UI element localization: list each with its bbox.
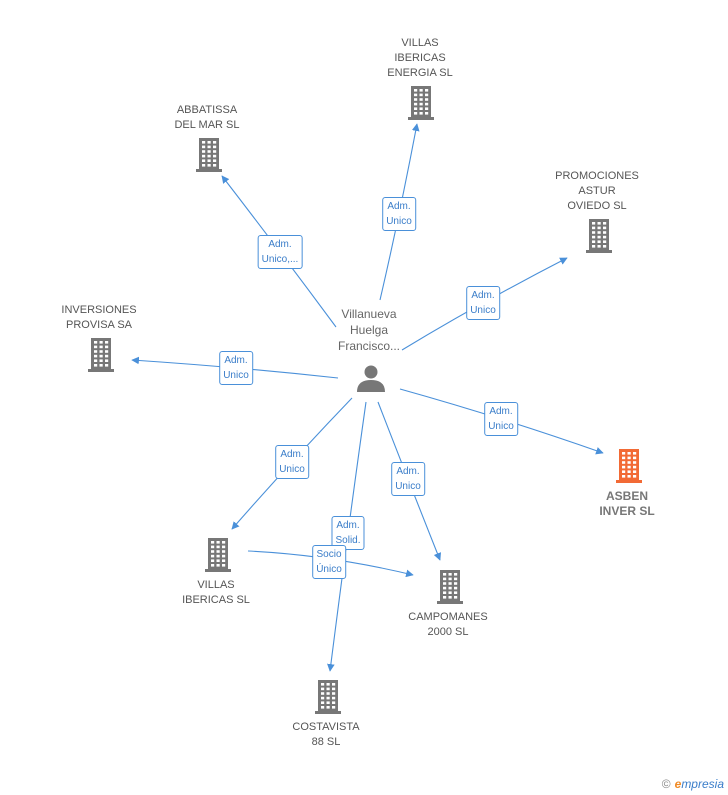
brand-initial: e (674, 777, 682, 791)
company-label-campomanes[interactable]: CAMPOMANES 2000 SL (408, 611, 488, 638)
person-icon[interactable] (357, 365, 385, 393)
building-icon-campomanes[interactable] (437, 570, 463, 604)
company-label-promociones[interactable]: PROMOCIONES ASTUR OVIEDO SL (555, 170, 639, 212)
building-icon-costavista[interactable] (315, 680, 341, 714)
company-label-inversiones[interactable]: INVERSIONES PROVISA SA (61, 304, 137, 331)
building-icon-promociones[interactable] (586, 219, 612, 253)
brand-name: mpresia (681, 777, 724, 791)
edge-label-promociones: Adm. Unico (466, 286, 500, 320)
edge-label-inversiones: Adm. Unico (219, 351, 253, 385)
company-label-villas_ibericas[interactable]: VILLAS IBERICAS SL (182, 579, 250, 606)
edge-label-socio-unico: Socio Único (312, 545, 346, 579)
edge-label-abbatissa: Adm. Unico,... (257, 235, 303, 269)
building-icon-villas_energia[interactable] (408, 86, 434, 120)
edge-label-villas_ibericas: Adm. Unico (275, 445, 309, 479)
building-icon-asben[interactable] (616, 449, 642, 483)
company-label-abbatissa[interactable]: ABBATISSA DEL MAR SL (174, 104, 240, 131)
edge-label-asben: Adm. Unico (484, 402, 518, 436)
company-label-costavista[interactable]: COSTAVISTA 88 SL (292, 721, 360, 748)
person-label[interactable]: Villanueva Huelga Francisco... (337, 307, 401, 353)
building-icon-inversiones[interactable] (88, 338, 114, 372)
edge-label-campomanes: Adm. Unico (391, 462, 425, 496)
footer-brand: ©empresia (662, 777, 724, 791)
building-icon-abbatissa[interactable] (196, 138, 222, 172)
copyright-symbol: © (661, 777, 671, 791)
building-icon-villas_ibericas[interactable] (205, 538, 231, 572)
edge-label-villas_energia: Adm. Unico (382, 197, 416, 231)
company-label-asben[interactable]: ASBEN INVER SL (599, 489, 655, 518)
edge-label-costavista: Adm. Solid. (331, 516, 365, 550)
company-label-villas_energia[interactable]: VILLAS IBERICAS ENERGIA SL (387, 37, 453, 79)
